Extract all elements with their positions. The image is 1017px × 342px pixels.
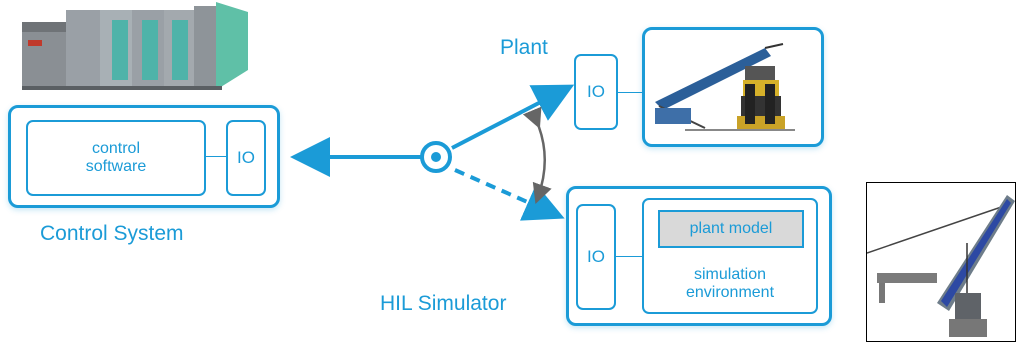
- switch-arc: [522, 106, 552, 205]
- plant-io-label: IO: [587, 82, 605, 101]
- plant-model-box: plant model: [658, 210, 804, 248]
- control-software-box: control software: [26, 120, 206, 196]
- simulated-crane-image: [866, 182, 1016, 342]
- plant-label: Plant: [500, 36, 548, 59]
- arrow-to-hil-simulator: [454, 168, 565, 221]
- simulation-environment-line2: environment: [685, 284, 775, 301]
- control-connector: [204, 156, 228, 157]
- plant-io: IO: [574, 54, 618, 130]
- arrow-to-plant: [451, 84, 575, 150]
- hil-connector: [614, 256, 644, 257]
- control-software-line1: control: [91, 140, 141, 157]
- simulation-environment-label: simulation environment: [646, 260, 814, 308]
- control-system-label: Control System: [40, 222, 184, 245]
- hil-io-label: IO: [587, 247, 605, 266]
- plant-connector: [616, 92, 644, 93]
- switch-icon: [420, 141, 452, 173]
- simulation-environment-line1: simulation: [693, 266, 767, 283]
- plant-image-box: [642, 27, 824, 147]
- plant-model-label: plant model: [689, 220, 773, 237]
- plc-hardware-image: [20, 0, 250, 92]
- crane-image: [655, 43, 795, 131]
- hil-io: IO: [576, 204, 616, 310]
- control-system-io: IO: [226, 120, 266, 196]
- control-system-io-label: IO: [237, 148, 255, 167]
- hil-simulator-label: HIL Simulator: [380, 292, 507, 315]
- control-software-line2: software: [85, 158, 147, 175]
